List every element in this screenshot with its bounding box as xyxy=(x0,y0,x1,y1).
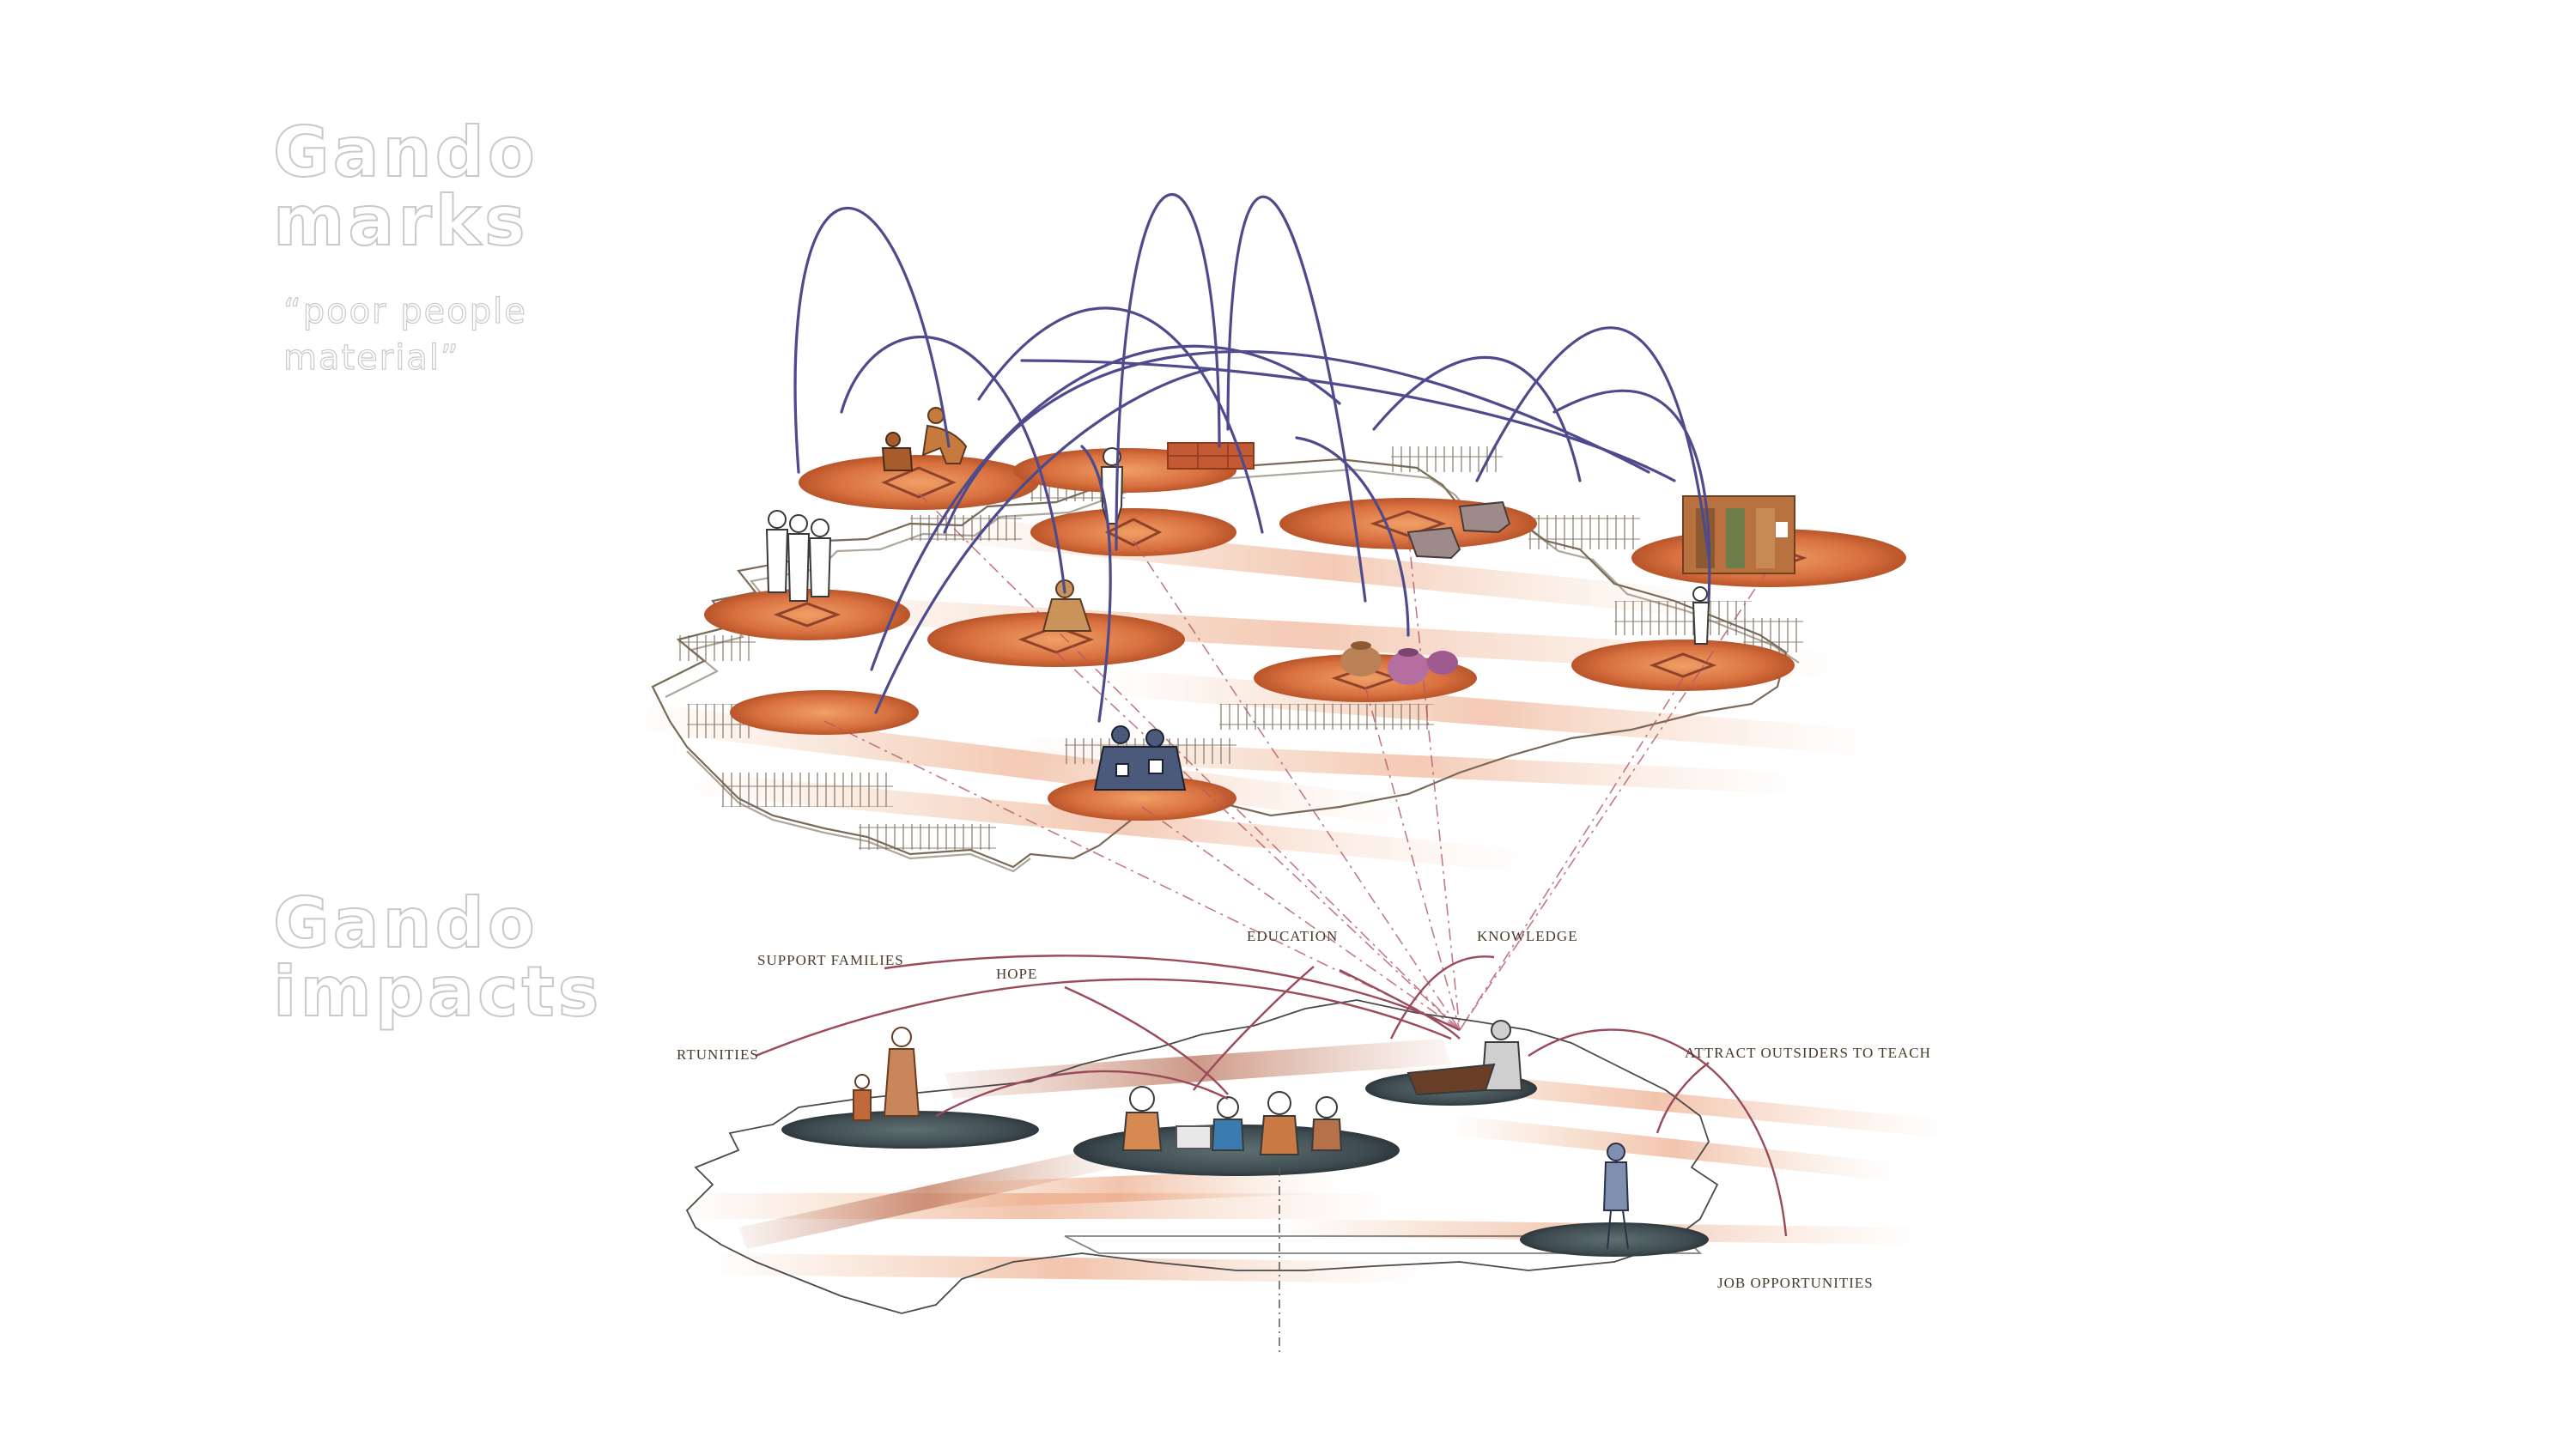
impacts-smears xyxy=(678,1039,1949,1283)
door-tower xyxy=(1682,495,1795,574)
label-hope: HOPE xyxy=(996,966,1037,982)
marks-quote-line1: “poor people xyxy=(283,291,527,331)
marks-title-line1: Gando xyxy=(272,112,538,192)
marks-composition xyxy=(635,193,1906,1031)
marks-title-line2: marks xyxy=(272,181,529,261)
label-job-opportunities: JOB OPPORTUNITIES xyxy=(1717,1275,1874,1291)
impacts-labels: SUPPORT FAMILIES HOPE EDUCATION KNOWLEDG… xyxy=(677,928,1931,1291)
impacts-figures xyxy=(853,1020,1630,1250)
figure-worker-2 xyxy=(881,432,914,471)
impacts-title-line1: Gando xyxy=(272,883,538,963)
marks-quote: “poor people material” xyxy=(283,288,527,381)
figure-seated-weaver xyxy=(1042,579,1092,632)
figure-classroom-children xyxy=(1121,1086,1343,1155)
figure-seated-group xyxy=(1093,725,1187,791)
marks-arcs xyxy=(793,193,1711,723)
label-attract-outsiders: ATTRACT OUTSIDERS TO TEACH xyxy=(1685,1045,1931,1061)
marks-quote-line2: material” xyxy=(283,337,460,378)
impacts-composition: SUPPORT FAMILIES HOPE EDUCATION KNOWLEDG… xyxy=(677,928,1949,1356)
impacts-title: Gando impacts xyxy=(272,883,603,1032)
impacts-arcs xyxy=(755,955,1788,1237)
label-education: EDUCATION xyxy=(1247,928,1338,944)
figure-goats xyxy=(1406,500,1511,560)
label-opportunities: RTUNITIES xyxy=(677,1046,759,1063)
figure-walking-visitor xyxy=(1602,1143,1630,1250)
figure-child-by-tower xyxy=(1692,586,1710,645)
label-support-families: SUPPORT FAMILIES xyxy=(757,952,904,968)
marks-title: Gando marks xyxy=(272,112,538,261)
clay-pots xyxy=(1340,641,1458,685)
impacts-title-line2: impacts xyxy=(272,952,603,1032)
marks-objects xyxy=(1167,442,1795,685)
label-knowledge: KNOWLEDGE xyxy=(1477,928,1578,944)
marks-projection-lines xyxy=(823,493,1770,1031)
figure-teacher-seated xyxy=(1406,1020,1523,1096)
figure-group-trio xyxy=(765,510,832,602)
figure-mother-child xyxy=(853,1027,920,1121)
marks-figures xyxy=(765,407,1710,791)
figure-standing-1 xyxy=(1100,447,1124,524)
